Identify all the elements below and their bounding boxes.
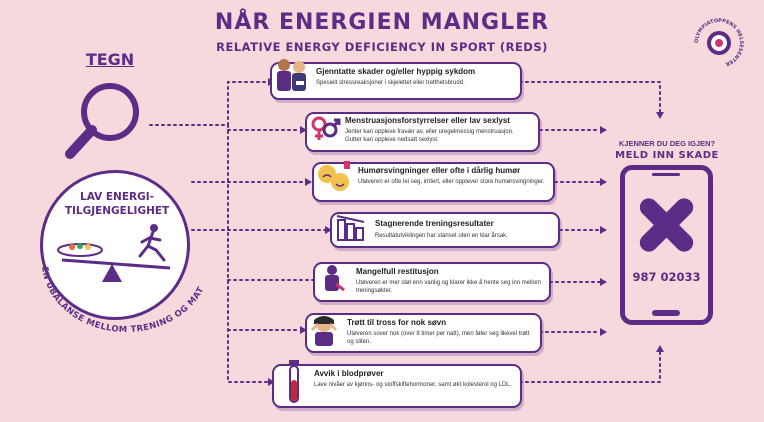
page-subtitle: RELATIVE ENERGY DEFICIENCY IN SPORT (RED… <box>216 40 548 54</box>
sign-desc: Jenter kan oppleve fravær av, eller ureg… <box>345 129 514 143</box>
seesaw-food-runner-icon <box>57 224 171 282</box>
sign-card-mood <box>312 162 555 202</box>
sign-title: Trøtt til tross for nok søvn <box>347 318 447 327</box>
sign-card-menstruation <box>305 112 540 152</box>
sign-card-recovery <box>313 262 551 302</box>
sign-desc: Lave nivåer av kjønns- og stoffskiftehor… <box>314 382 512 388</box>
injured-athlete-icon <box>277 59 306 91</box>
low-energy-availability-circle <box>40 170 190 320</box>
sign-title: Stagnerende treningsresultater <box>375 219 494 228</box>
magnifier-icon <box>65 83 139 159</box>
sign-title: Mangelfull restitusjon <box>356 267 439 276</box>
phone-frame <box>620 165 713 325</box>
phone-bandage-x-icon <box>639 173 694 316</box>
imbalance-text: EN UBALANSE MELLOM TRENING OG MAT <box>39 266 206 335</box>
sign-desc: Utøveren er ofte lei seg, irritert, elle… <box>358 179 545 185</box>
signs-heading: TEGN <box>85 50 135 69</box>
declining-bars-icon <box>336 215 365 241</box>
recognize-question: KJENNER DU DEG IGJEN? <box>618 139 716 148</box>
gender-symbols-icon <box>311 116 341 140</box>
sign-title: Avvik i blodprøver <box>314 369 384 378</box>
svg-text:EN UBALANSE MELLOM TRENING OG: EN UBALANSE MELLOM TRENING OG MAT <box>39 266 206 335</box>
imbalance-arc-text: EN UBALANSE MELLOM TRENING OG MAT <box>39 266 206 335</box>
sign-title: Menstruasjonsforstyrrelser eller lav sex… <box>345 116 510 125</box>
page-title: NÅR ENERGIEN MANGLER <box>214 10 550 35</box>
sign-card-injuries <box>270 62 522 100</box>
sore-athlete-icon <box>325 265 345 292</box>
sign-desc: Utøveren er mer støl enn vanlig og klare… <box>356 280 542 294</box>
sign-card-bloodtest <box>272 364 522 408</box>
sign-desc: Resultatutviklingen har stanset uten en … <box>375 233 508 239</box>
sign-desc: Utøveren sover nok (over 8 timer per nat… <box>347 331 530 345</box>
tired-person-icon <box>310 316 338 346</box>
olympiatoppen-logo-icon: OLYMPIATOPPENS HELSESENTER <box>694 18 744 67</box>
report-injury-heading: MELD INN SKADE <box>615 150 719 161</box>
lea-title-line1: LAV ENERGI- <box>80 191 154 203</box>
sign-desc: Spesielt stressreaksjoner i skjelettet e… <box>316 80 465 86</box>
report-phone-number[interactable]: 987 02033 <box>632 270 701 284</box>
low-energy-availability-title: LAV ENERGI- TILGJENGELIGHET <box>58 190 176 218</box>
sign-title: Gjenntatte skader og/eller hyppig sykdom <box>316 67 476 76</box>
sign-title: Humørsvingninger eller ofte i dårlig hum… <box>358 166 521 175</box>
lea-title-line2: TILGJENGELIGHET <box>64 205 170 217</box>
sign-card-stagnation <box>330 212 560 248</box>
sign-card-tiredness <box>305 313 542 353</box>
mood-faces-icon <box>318 161 350 191</box>
blood-test-tube-icon <box>289 360 299 403</box>
